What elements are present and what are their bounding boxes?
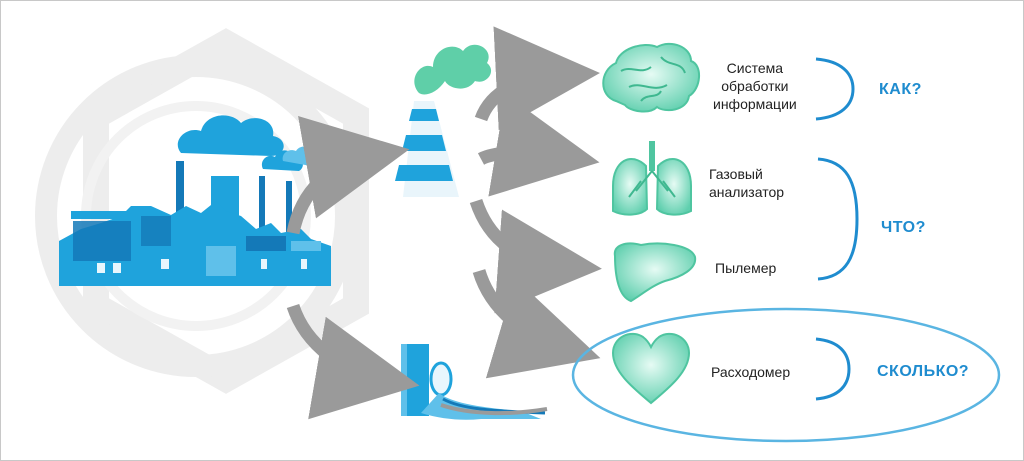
brain-icon xyxy=(602,42,700,113)
arrow-to-liver xyxy=(469,198,602,314)
label-line: обработки xyxy=(721,78,789,94)
question-how: КАК? xyxy=(879,81,922,98)
lungs-icon xyxy=(612,141,692,216)
flowmeter-highlight-ellipse xyxy=(571,307,1001,443)
bracket-how xyxy=(815,57,855,121)
flow-arrows xyxy=(286,26,602,420)
chimney-icon xyxy=(395,44,492,197)
arrow-to-lungs xyxy=(477,94,600,197)
label-flowmeter: Расходомер xyxy=(711,363,790,381)
question-what: ЧТО? xyxy=(881,219,926,236)
pipe-outflow-icon xyxy=(401,344,548,420)
liver-icon xyxy=(613,242,697,303)
label-dust-meter: Пылемер xyxy=(715,259,776,277)
arrow-factory-to-pipe xyxy=(286,303,420,420)
label-line: Газовый xyxy=(709,166,763,182)
label-line: информации xyxy=(713,96,797,112)
label-line: Система xyxy=(726,60,784,76)
arrow-to-brain xyxy=(474,26,600,131)
label-line: Расходомер xyxy=(711,364,791,380)
question-how-much: СКОЛЬКО? xyxy=(877,363,970,380)
label-information-system: Система обработки информации xyxy=(713,59,797,113)
label-gas-analyzer: Газовый анализатор xyxy=(709,165,784,201)
bracket-what xyxy=(817,157,859,281)
label-line: Пылемер xyxy=(715,260,777,276)
factory-icon xyxy=(59,115,331,286)
bracket-how-much xyxy=(815,337,851,401)
heart-icon xyxy=(611,332,691,405)
question-brackets xyxy=(815,57,859,401)
arrow-to-heart xyxy=(472,268,601,379)
label-line: анализатор xyxy=(709,184,785,200)
arrow-factory-to-chimney xyxy=(286,116,410,235)
